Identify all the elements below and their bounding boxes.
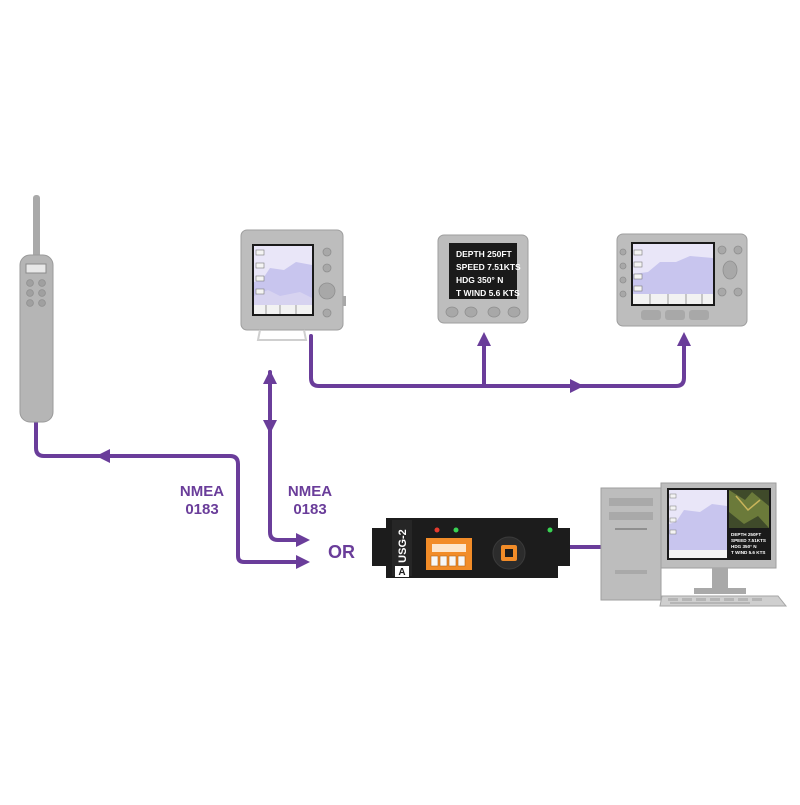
keyboard-icon	[659, 595, 788, 607]
arrow-up-icon	[677, 332, 691, 346]
pc-speed-readout: SPEED 7.51KTS	[731, 538, 766, 543]
nmea-label-left: NMEA 0183	[180, 483, 224, 518]
status-led-red	[434, 527, 440, 533]
interface-model-label: USG-2	[397, 529, 409, 563]
instrument-wind-readout: T WIND 5.6 KTS	[456, 288, 520, 298]
arrow-right-icon	[296, 533, 310, 547]
arrow-up-icon	[477, 332, 491, 346]
arrow-right-icon	[296, 555, 310, 569]
chartplotter-icon	[240, 229, 346, 341]
pc-heading-readout: HDG 350° N	[731, 544, 757, 549]
pc-monitor: DEPTH 250FT SPEED 7.51KTS HDG 350° N T W…	[660, 482, 777, 594]
desktop-pc-icon: DEPTH 250FT SPEED 7.51KTS HDG 350° N T W…	[600, 482, 788, 607]
pc-depth-readout: DEPTH 250FT	[731, 532, 761, 537]
handheld-vhf-radio-icon	[19, 195, 54, 423]
or-label: OR	[328, 542, 355, 562]
arrow-down-icon	[263, 420, 277, 434]
pc-wind-readout: T WIND 5.6 KTS	[731, 550, 765, 555]
status-led-green	[453, 527, 459, 533]
radio-to-or-line	[34, 418, 302, 564]
arrow-up-icon	[263, 370, 277, 384]
instrument-speed-readout: SPEED 7.51KTS	[456, 262, 521, 272]
multifunction-display-icon	[616, 233, 748, 327]
nmea-label-right-line1: NMEA	[288, 483, 332, 500]
arrowheads	[96, 332, 691, 569]
arrow-right-icon	[570, 379, 584, 393]
nmea-label-right: NMEA 0183	[288, 483, 332, 518]
interface-variant-label: A	[398, 567, 405, 578]
terminal-block-connector	[426, 538, 472, 570]
plotter-to-or-line	[268, 370, 302, 542]
instrument-heading-readout: HDG 350° N	[456, 275, 503, 285]
connection-lines	[34, 334, 686, 564]
instrument-depth-readout: DEPTH 250FT	[456, 249, 513, 259]
nmea-label-right-line2: 0183	[293, 501, 326, 518]
instrument-display-icon: DEPTH 250FT SPEED 7.51KTS HDG 350° N T W…	[437, 234, 529, 324]
usb-port-icon	[492, 536, 526, 570]
plotter-bus-line	[309, 334, 686, 388]
usb-gateway-icon: USG-2 A	[372, 518, 570, 578]
nmea-label-left-line1: NMEA	[180, 483, 224, 500]
arrow-left-icon	[96, 449, 110, 463]
power-led-green	[547, 527, 553, 533]
nmea-label-left-line2: 0183	[185, 501, 218, 518]
